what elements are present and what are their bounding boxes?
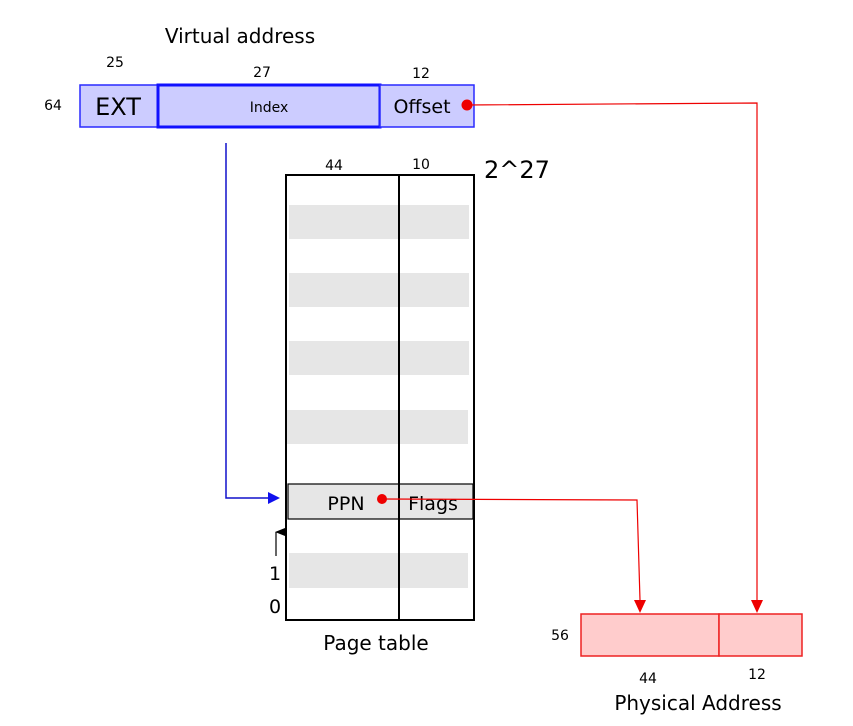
index-lookup-arrowhead <box>268 492 280 504</box>
pt-shaded-row <box>289 553 468 588</box>
va-index-field <box>156 83 382 129</box>
pt-entries-count: 2^27 <box>484 156 550 184</box>
va-ext-field <box>79 84 159 128</box>
va-offset-field <box>379 84 475 128</box>
pa-offset-field <box>718 613 803 657</box>
va-index-bits: 27 <box>253 65 271 81</box>
pt-shaded-row <box>289 273 469 307</box>
va-total-bits: 64 <box>44 98 62 114</box>
pt-shaded-row <box>289 205 469 239</box>
pa-ppn-bits: 44 <box>639 671 657 687</box>
page-table-title: Page table <box>323 631 428 655</box>
va-offset-bits: 12 <box>412 66 430 82</box>
physical-address-title: Physical Address <box>614 691 781 715</box>
page-table-shaded-rows <box>287 205 469 588</box>
pa-ppn-field <box>580 613 720 657</box>
va-ext-bits: 25 <box>106 55 124 71</box>
offset-copy-arrowhead <box>751 600 763 613</box>
pt-ppn-bits: 44 <box>325 158 343 174</box>
pa-offset-bits: 12 <box>748 667 766 683</box>
offset-copy-arrow <box>466 102 758 600</box>
ppn-copy-arrowhead <box>634 600 646 613</box>
ppn-copy-arrow <box>381 498 641 601</box>
pa-total-bits: 56 <box>551 628 569 644</box>
pt-shaded-row <box>289 341 469 375</box>
pt-row-label-zero: 0 <box>269 596 281 618</box>
pt-shaded-row <box>287 410 468 444</box>
pt-entry-ppn-label: PPN <box>327 493 364 515</box>
pt-entry-flags-label: Flags <box>408 493 458 515</box>
pt-row-label-one: 1 <box>269 563 281 585</box>
va-offset-label: Offset <box>393 96 450 118</box>
pt-flags-bits: 10 <box>412 157 430 173</box>
va-ext-label: EXT <box>95 93 141 121</box>
virtual-address-title: Virtual address <box>165 24 315 48</box>
index-lookup-arrow <box>225 143 268 499</box>
va-index-label: Index <box>250 100 289 116</box>
page-table-frame <box>285 174 475 621</box>
